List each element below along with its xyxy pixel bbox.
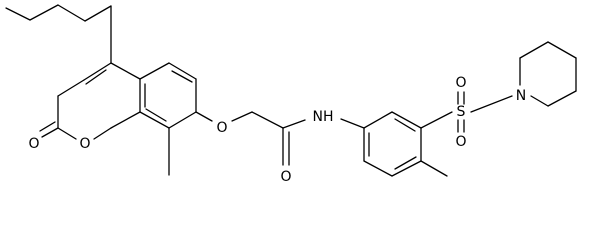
lactone-carbonyl-oxygen-label: O [28, 136, 39, 152]
bond [57, 79, 85, 97]
atom-labels: O O O O NH S O O N [28, 75, 526, 185]
bond [394, 156, 417, 170]
bond [391, 160, 422, 177]
bond [394, 118, 416, 132]
coumarin-benzene-ring [110, 62, 197, 129]
bond [530, 95, 549, 107]
bond [547, 90, 577, 107]
sulfonyl-oxygen-bottom-label: O [455, 134, 466, 150]
bond [195, 111, 213, 122]
bond [168, 111, 197, 129]
bond [282, 119, 306, 129]
bond [145, 108, 167, 122]
bond [470, 95, 513, 113]
oxyacetamide-linker [195, 111, 365, 166]
bond [391, 111, 422, 129]
bond [84, 5, 112, 22]
sulfur-label: S [457, 104, 466, 120]
ether-oxygen-label: O [216, 120, 227, 136]
bond [39, 121, 56, 132]
tolyl-ring [363, 111, 422, 177]
bond [41, 127, 59, 138]
chemical-structure-diagram: O O O O NH S O O N [5, 4, 577, 185]
bond [363, 111, 393, 129]
bond [340, 118, 365, 129]
bond [110, 111, 141, 129]
bond [231, 111, 253, 122]
sulfonyl-group [420, 91, 513, 133]
bond [139, 111, 170, 129]
bond [110, 62, 141, 80]
sulfonyl-oxygen-top-label: O [455, 75, 466, 91]
bond [83, 62, 112, 81]
amide-oxygen-label: O [280, 169, 291, 185]
amide-nitrogen-label: NH [313, 109, 334, 125]
bond [57, 4, 86, 22]
bond [85, 69, 107, 85]
piperidine-ring [519, 41, 577, 107]
bond [363, 160, 393, 177]
methyl-bond [420, 160, 448, 177]
bond [547, 41, 577, 59]
bond [93, 127, 112, 140]
molecule-canvas: O O O O NH S O O N [5, 4, 577, 185]
bond [168, 62, 197, 80]
bond [57, 127, 77, 140]
bond [171, 70, 193, 83]
piperidine-nitrogen-label: N [516, 88, 526, 104]
bond [420, 111, 453, 129]
bond [251, 111, 284, 129]
bond [519, 41, 549, 59]
pyranone-ring [39, 62, 141, 140]
butyl-chain [5, 4, 112, 64]
bond [139, 62, 170, 80]
bond [5, 7, 31, 21]
bond [29, 4, 59, 21]
ring-oxygen-label: O [79, 136, 90, 152]
